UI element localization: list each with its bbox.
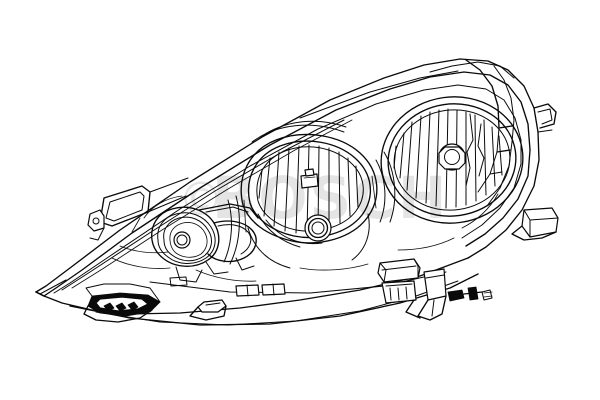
- main-reflector: [380, 96, 524, 224]
- secondary-reflector-bulb-shield: [300, 168, 319, 189]
- secondary-reflector-bulb-socket: [304, 214, 332, 242]
- secondary-reflector: [240, 133, 378, 269]
- mount-tab-upper-left: [87, 177, 189, 241]
- mount-clip-lower-center: [189, 299, 227, 321]
- mount-tab-right: [511, 207, 559, 241]
- mount-tab-upper-right: [533, 103, 557, 133]
- main-reflector-bulb-hub: [438, 143, 466, 171]
- main-reflector-flutes: [393, 108, 503, 209]
- surface-detail-lines: [111, 193, 499, 282]
- mount-bracket-lower-left: [83, 283, 161, 323]
- connector-block-lower: [377, 258, 421, 304]
- indicator-lamp: [151, 203, 259, 283]
- adjuster-screw-assembly: [405, 268, 493, 321]
- base-rail-tabs: [169, 276, 286, 297]
